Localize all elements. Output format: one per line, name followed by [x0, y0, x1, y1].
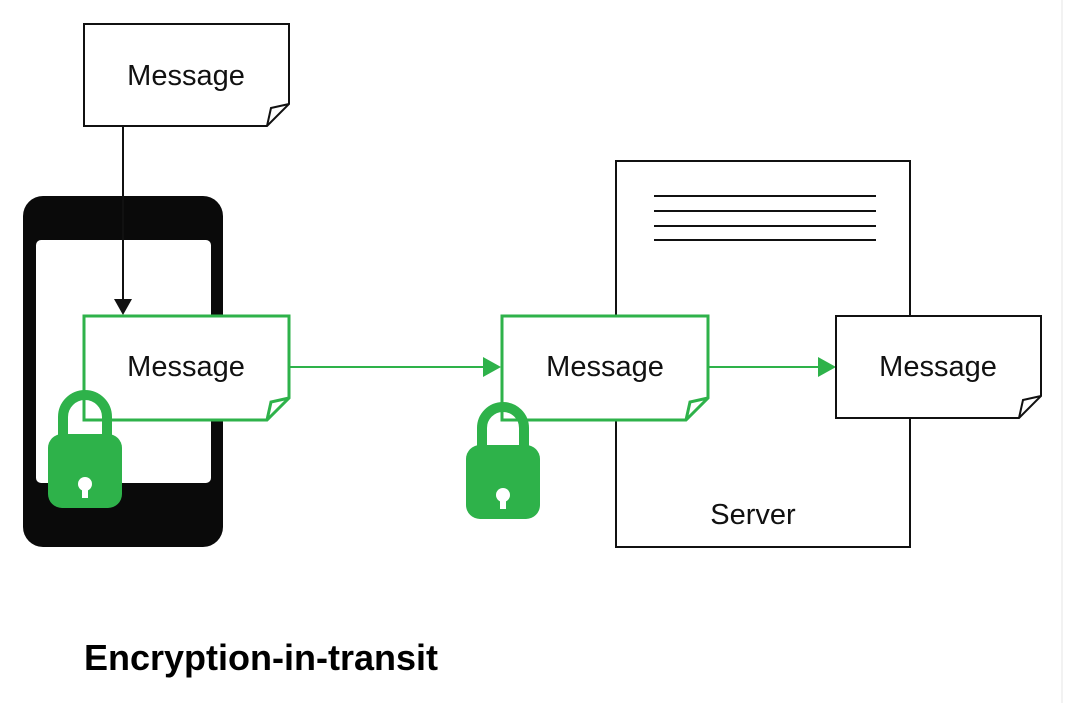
server-message-label: Message [879, 351, 997, 383]
diagram-caption: Encryption-in-transit [84, 637, 438, 678]
page-curl-icon [1018, 395, 1042, 419]
padlock-shackle [477, 402, 529, 450]
server-lines [654, 195, 876, 241]
document-shape [83, 23, 290, 127]
arrow-phone-to-transit [289, 357, 501, 377]
padlock-shackle [58, 390, 112, 440]
document-shape [835, 315, 1042, 419]
phone-message: Message [82, 314, 291, 422]
page-curl-icon [265, 396, 290, 421]
transit-message-label: Message [546, 351, 664, 383]
arrow-source-to-phone [114, 126, 132, 315]
server-message: Message [835, 315, 1042, 419]
phone-message-label: Message [127, 351, 245, 383]
document-shape [82, 314, 291, 422]
padlock-icon [48, 390, 122, 508]
keyhole-slot [500, 495, 506, 509]
padlock-icon [466, 402, 540, 519]
arrow-head-icon [483, 357, 501, 377]
arrow-transit-to-server [708, 357, 836, 377]
server-label: Server [710, 499, 796, 531]
source-message: Message [83, 23, 290, 127]
padlock-body [48, 434, 122, 508]
keyhole-slot [82, 484, 88, 498]
arrow-head-icon [818, 357, 836, 377]
page-curl-icon [266, 103, 290, 127]
padlock-body [466, 445, 540, 519]
source-message-label: Message [127, 60, 245, 92]
arrow-head-icon [114, 299, 132, 315]
page-curl-icon [684, 396, 709, 421]
transit-message: Message [500, 314, 710, 422]
